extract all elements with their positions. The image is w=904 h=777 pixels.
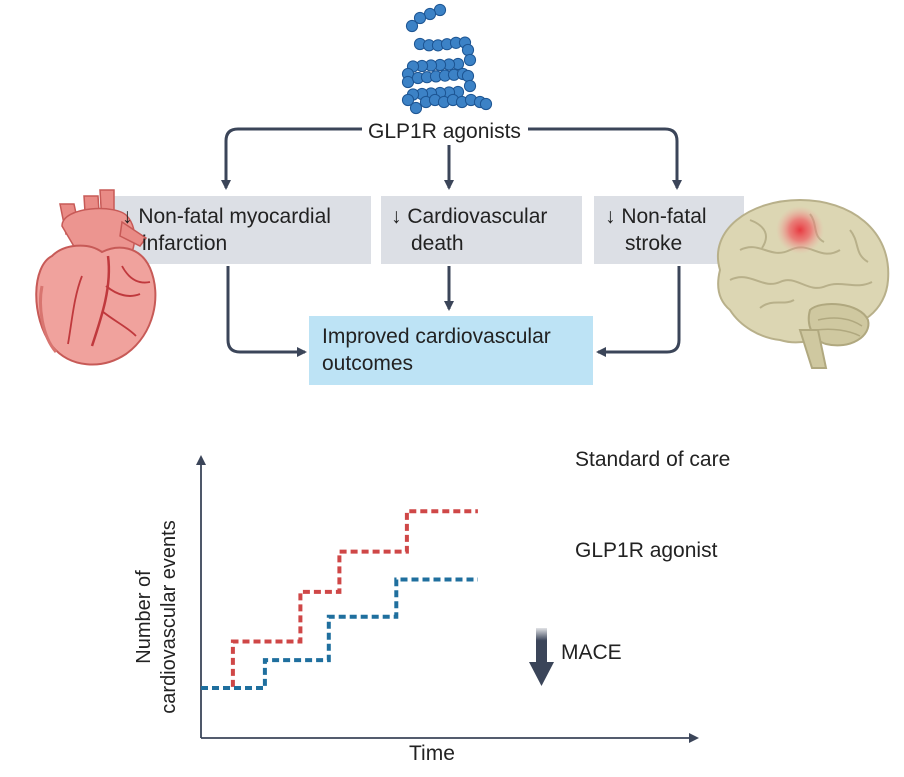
legend-standard-of-care: Standard of care <box>575 448 731 471</box>
box-mi <box>112 196 371 264</box>
legend-glp1r-agonist: GLP1R agonist <box>575 539 718 562</box>
outcome-label-line2: outcomes <box>322 352 414 375</box>
heart-icon <box>35 189 157 366</box>
stroke-label-line2: stroke <box>625 232 683 255</box>
arrow-mi-to-outcome <box>226 266 307 357</box>
y-axis-label-line2: cardiovascular events <box>158 520 180 714</box>
outcome-label-line1: Improved cardiovascular <box>322 325 551 348</box>
arrow-stroke-to-outcome <box>596 266 681 357</box>
brain-icon <box>717 198 890 369</box>
peptide-bead <box>409 101 423 115</box>
stroke-lesion <box>776 206 824 254</box>
mi-label-line2: infarction <box>142 232 228 255</box>
peptide-bead <box>461 43 475 57</box>
series-standard-of-care-line <box>201 509 478 690</box>
peptide-chain-icon <box>401 3 493 115</box>
arrow-to-mi <box>221 127 362 190</box>
event-step-chart <box>196 455 699 743</box>
stroke-label-line1: ↓ Non-fatal <box>605 205 707 228</box>
mi-label-line1: ↓ Non-fatal myocardial <box>122 205 331 228</box>
glp1r-agonists-label: GLP1R agonists <box>368 120 521 143</box>
peptide-bead <box>479 97 493 111</box>
y-axis-label-line1: Number of <box>133 570 155 664</box>
peptide-bead <box>401 93 415 107</box>
mace-label: MACE <box>561 641 622 664</box>
peptide-bead <box>405 19 419 33</box>
peptide-bead <box>463 53 477 67</box>
peptide-bead <box>413 11 427 25</box>
cv-death-label-line2: death <box>411 232 464 255</box>
flow-diagram <box>221 3 682 357</box>
y-axis-label: Number of cardiovascular events <box>132 497 192 737</box>
arrow-to-stroke <box>528 127 682 190</box>
peptide-bead <box>461 69 475 83</box>
cv-death-label-line1: ↓ Cardiovascular <box>391 205 548 228</box>
peptide-bead <box>463 79 477 93</box>
box-outcome <box>309 316 593 385</box>
box-cv-death <box>381 196 582 264</box>
mace-arrow-icon <box>529 628 554 686</box>
series-glp1r-agonist-line <box>201 577 478 690</box>
x-axis-label: Time <box>409 742 455 765</box>
